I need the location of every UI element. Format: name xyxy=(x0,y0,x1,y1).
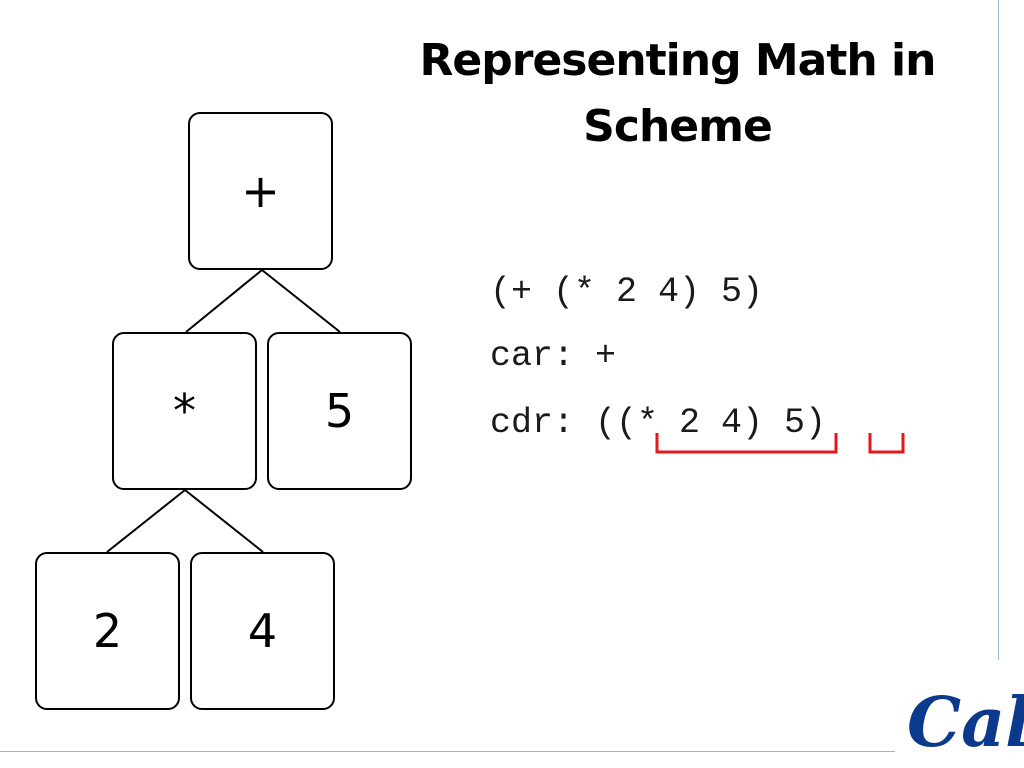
tree-node-five: 5 xyxy=(267,332,412,490)
code-car-line: car: + xyxy=(490,336,617,376)
edge-plus-times xyxy=(185,269,263,333)
code-expression: (+ (* 2 4) 5) xyxy=(490,272,764,312)
slide-title: Representing Math in Scheme xyxy=(370,28,985,160)
tree-node-two: 2 xyxy=(35,552,180,710)
tree-node-times: * xyxy=(112,332,257,490)
logo-text: Cal xyxy=(907,683,1024,762)
edge-plus-five xyxy=(261,269,341,333)
bottom-divider xyxy=(0,751,895,752)
right-divider xyxy=(998,0,999,660)
title-line-2: Scheme xyxy=(583,101,773,152)
title-line-1: Representing Math in xyxy=(419,35,937,86)
cal-logo-icon: Cal xyxy=(907,683,1024,762)
code-cdr-line: cdr: ((* 2 4) 5) xyxy=(490,403,827,443)
tree-node-root: + xyxy=(188,112,333,270)
edge-times-four xyxy=(184,489,264,553)
bracket-five xyxy=(868,433,905,454)
tree-node-four: 4 xyxy=(190,552,335,710)
edge-times-two xyxy=(106,489,186,553)
bracket-sublist xyxy=(655,433,838,454)
